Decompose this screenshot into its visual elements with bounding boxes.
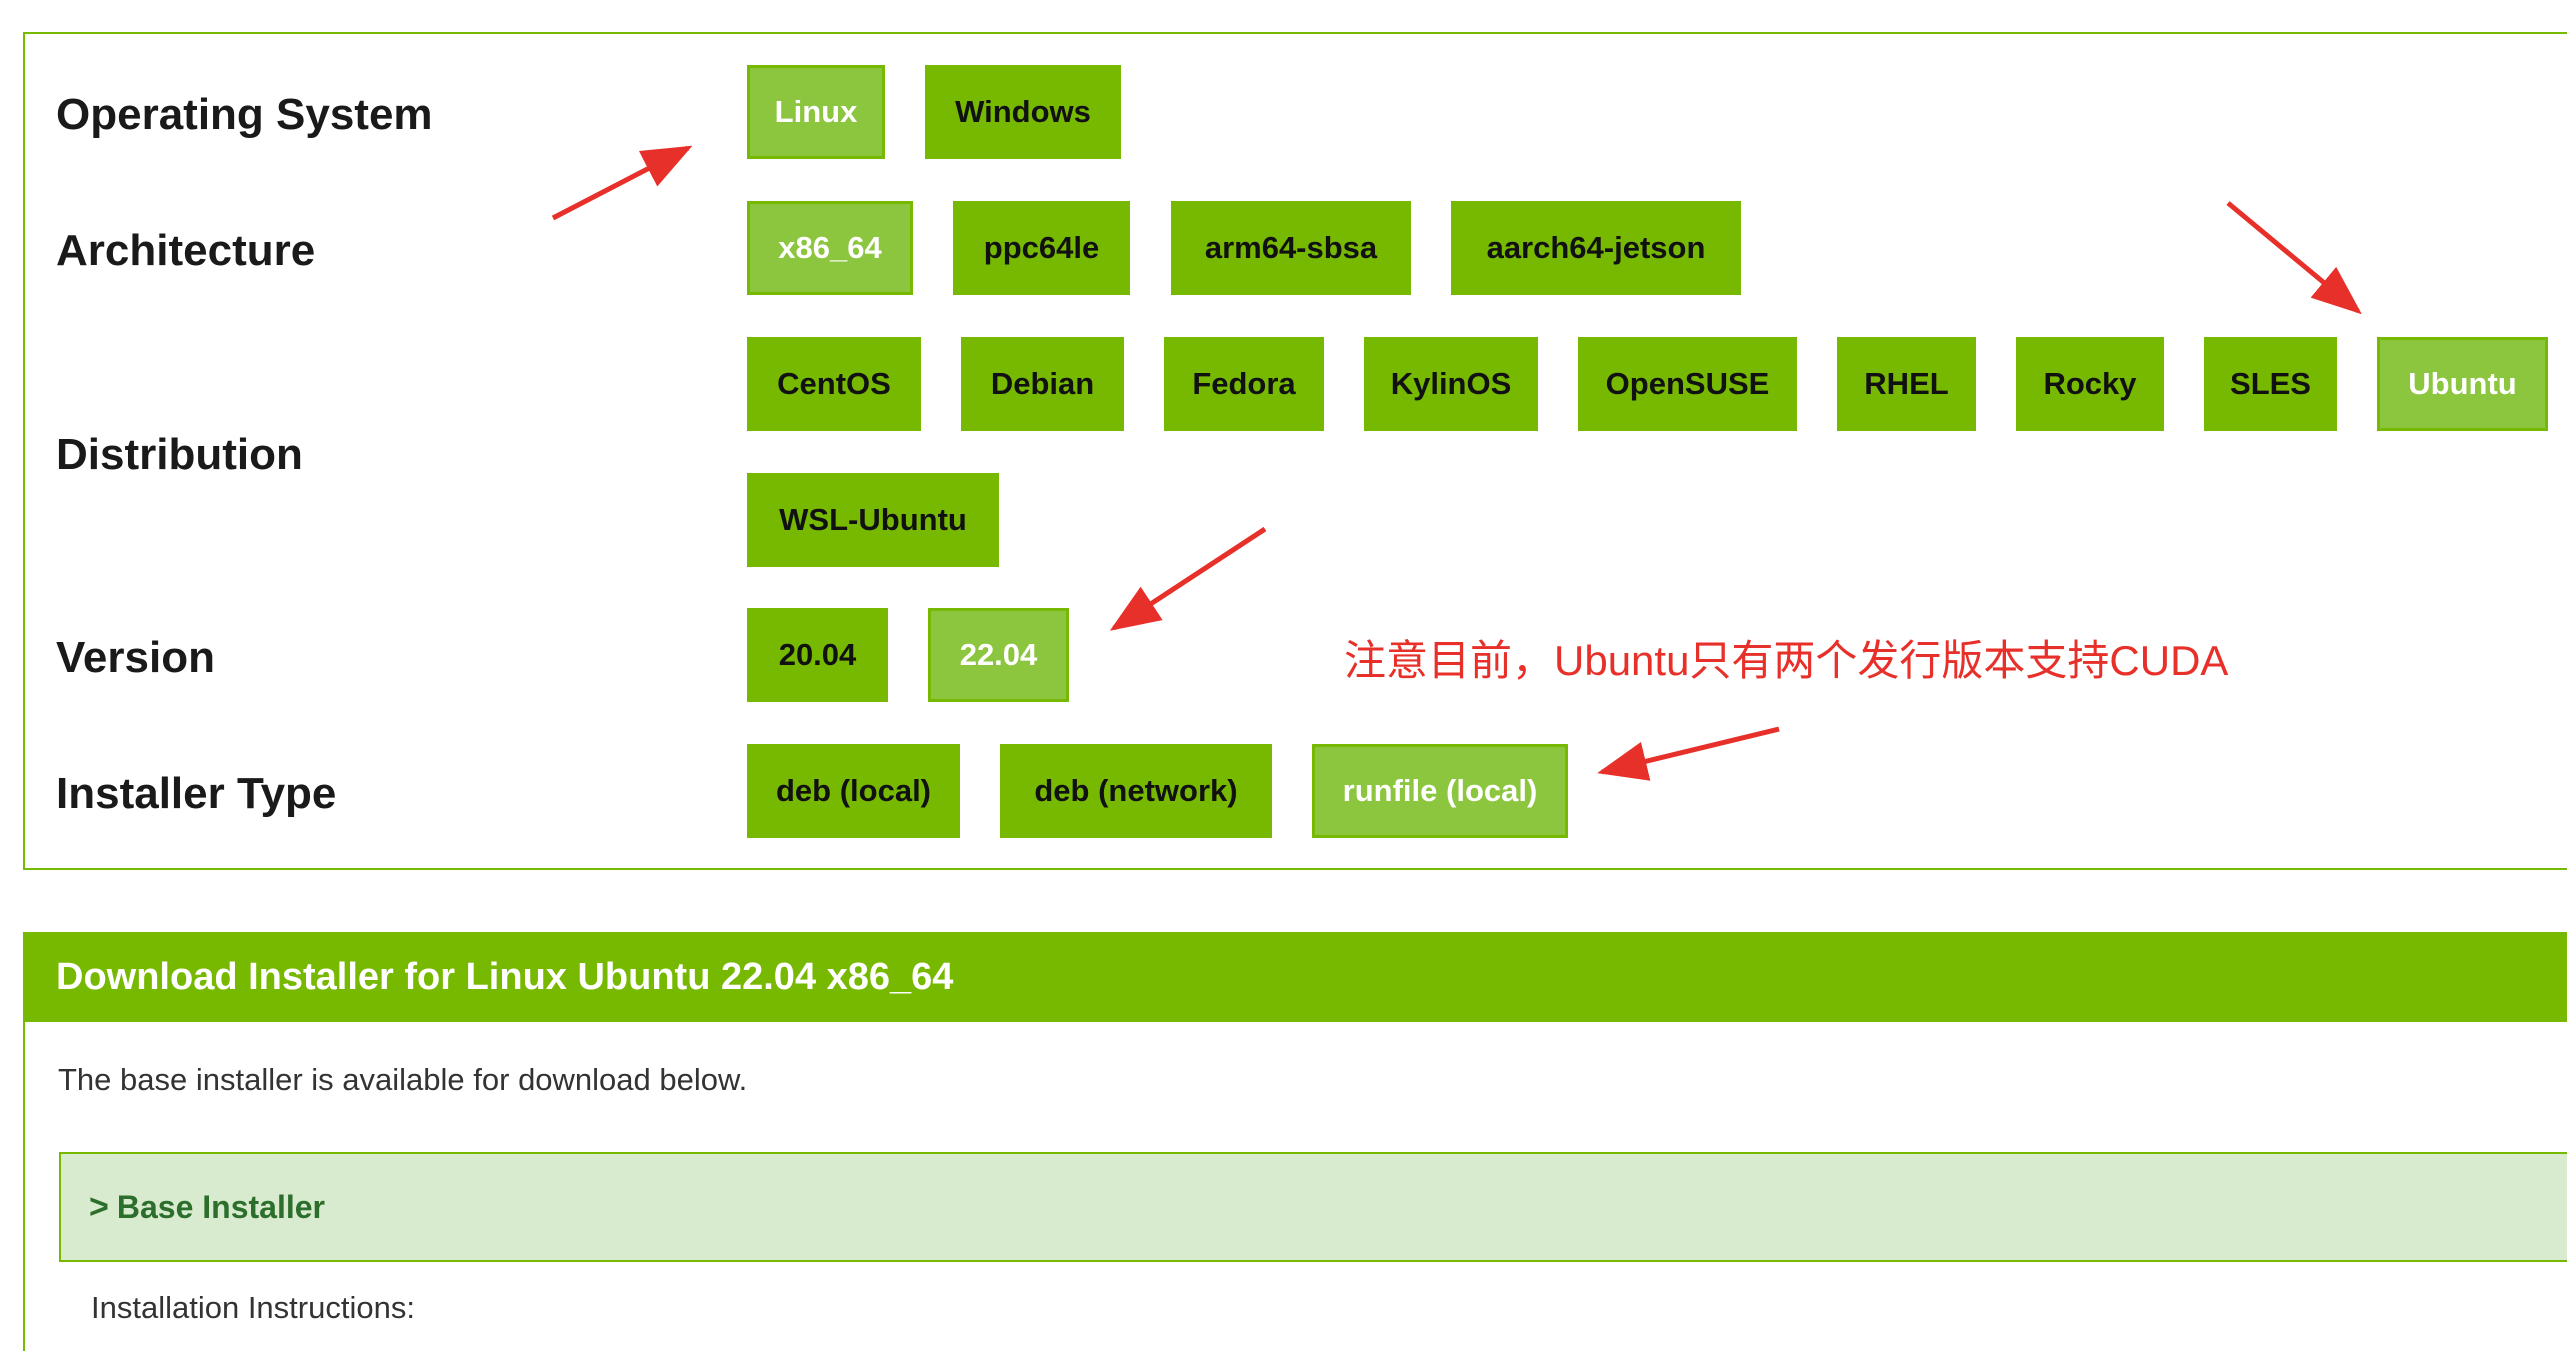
distribution-label: Distribution (56, 430, 303, 479)
version-option-20-04[interactable]: 20.04 (747, 608, 888, 702)
annotation-note: 注意目前，Ubuntu只有两个发行版本支持CUDA (1344, 637, 2229, 684)
os-option-linux[interactable]: Linux (747, 65, 885, 159)
distro-option-centos[interactable]: CentOS (747, 337, 921, 431)
chevron-right-icon: > (89, 1187, 109, 1226)
distro-option-ubuntu[interactable]: Ubuntu (2377, 337, 2548, 431)
installer-option-runfile-local[interactable]: runfile (local) (1312, 744, 1568, 838)
arch-option-x86-64[interactable]: x86_64 (747, 201, 913, 295)
arch-option-ppc64le[interactable]: ppc64le (953, 201, 1130, 295)
selector-panel (23, 32, 2567, 870)
distro-option-wsl-ubuntu[interactable]: WSL-Ubuntu (747, 473, 999, 567)
arch-option-aarch64-jetson[interactable]: aarch64-jetson (1451, 201, 1741, 295)
os-option-windows[interactable]: Windows (925, 65, 1121, 159)
installer-option-deb-network[interactable]: deb (network) (1000, 744, 1272, 838)
architecture-label: Architecture (56, 226, 316, 275)
installation-instructions-label: Installation Instructions: (91, 1290, 415, 1325)
version-label: Version (56, 633, 215, 682)
distro-option-debian[interactable]: Debian (961, 337, 1124, 431)
distro-option-opensuse[interactable]: OpenSUSE (1578, 337, 1797, 431)
download-title: Download Installer for Linux Ubuntu 22.0… (56, 955, 954, 998)
distro-option-rhel[interactable]: RHEL (1837, 337, 1976, 431)
os-label: Operating System (56, 90, 433, 139)
distro-option-sles[interactable]: SLES (2204, 337, 2337, 431)
download-header: Download Installer for Linux Ubuntu 22.0… (23, 932, 2567, 1022)
installer-type-label: Installer Type (56, 769, 337, 818)
base-installer-label: Base Installer (116, 1188, 325, 1225)
arch-option-arm64-sbsa[interactable]: arm64-sbsa (1171, 201, 1411, 295)
distro-option-fedora[interactable]: Fedora (1164, 337, 1324, 431)
download-description: The base installer is available for down… (58, 1062, 748, 1097)
base-installer-toggle[interactable]: > Base Installer (59, 1152, 2567, 1262)
distro-option-rocky[interactable]: Rocky (2016, 337, 2164, 431)
download-body: The base installer is available for down… (23, 1022, 2567, 1351)
installer-option-deb-local[interactable]: deb (local) (747, 744, 960, 838)
distro-option-kylinos[interactable]: KylinOS (1364, 337, 1538, 431)
version-option-22-04[interactable]: 22.04 (928, 608, 1069, 702)
